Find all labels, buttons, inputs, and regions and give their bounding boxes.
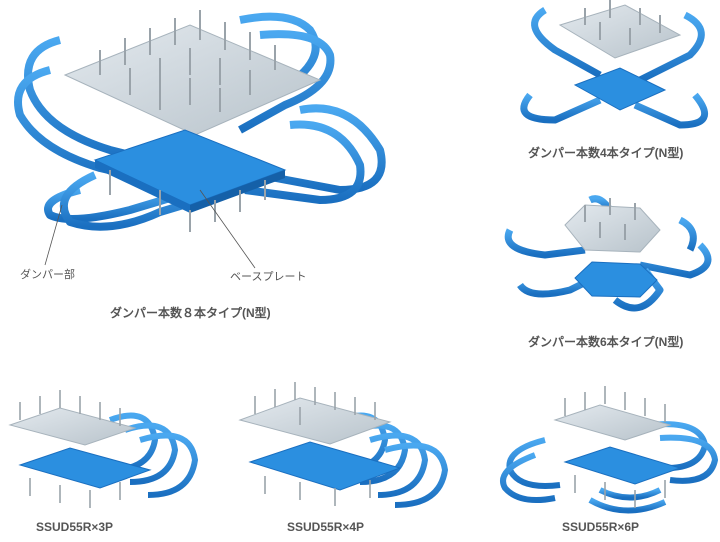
base-plate-4p xyxy=(248,441,402,491)
caption-main: ダンパー本数８本タイプ(N型) xyxy=(110,306,271,320)
callout-base-plate: ベースプレート xyxy=(230,271,307,283)
base-plate xyxy=(93,129,287,213)
ssud-3p-unit xyxy=(8,390,199,508)
bolts-4 xyxy=(584,0,661,45)
damper-loops-6 xyxy=(504,195,712,312)
ssud-4p-unit xyxy=(238,382,449,508)
damper-loops xyxy=(14,12,386,231)
damper-loops-4 xyxy=(520,6,709,129)
callout-line-damper xyxy=(44,204,63,266)
damper-loops-6p xyxy=(500,421,719,514)
base-plate-6 xyxy=(574,261,658,298)
callout-damper-part: ダンパー部 xyxy=(20,269,75,281)
bolts-4p xyxy=(254,382,376,506)
top-plate-6 xyxy=(564,204,661,253)
caption-n6: ダンパー本数6本タイプ(N型) xyxy=(528,335,684,349)
caption-6p: SSUD55R×6P xyxy=(562,520,640,534)
caption-3p: SSUD55R×3P xyxy=(36,520,114,534)
bolts-3p xyxy=(19,390,121,508)
bolts-bottom xyxy=(109,170,266,232)
damper-4-unit xyxy=(520,0,709,129)
base-plate-4 xyxy=(573,67,667,111)
bolts-top xyxy=(99,10,276,112)
top-plate-4 xyxy=(558,4,682,59)
ssud-6p-unit xyxy=(500,386,719,514)
top-plate xyxy=(63,24,322,136)
bolts-6 xyxy=(584,198,636,240)
bolts-6p xyxy=(564,386,666,508)
top-plate-3p xyxy=(8,407,137,446)
base-plate-3p xyxy=(18,447,152,489)
top-plate-4p xyxy=(238,397,392,445)
caption-4p: SSUD55R×4P xyxy=(287,520,365,534)
damper-6-unit xyxy=(504,195,712,312)
callout-line-base xyxy=(199,189,256,269)
caption-n4: ダンパー本数4本タイプ(N型) xyxy=(528,146,684,160)
damper-8-unit xyxy=(14,10,386,269)
base-plate-6p xyxy=(563,446,682,485)
top-plate-6p xyxy=(553,404,672,441)
